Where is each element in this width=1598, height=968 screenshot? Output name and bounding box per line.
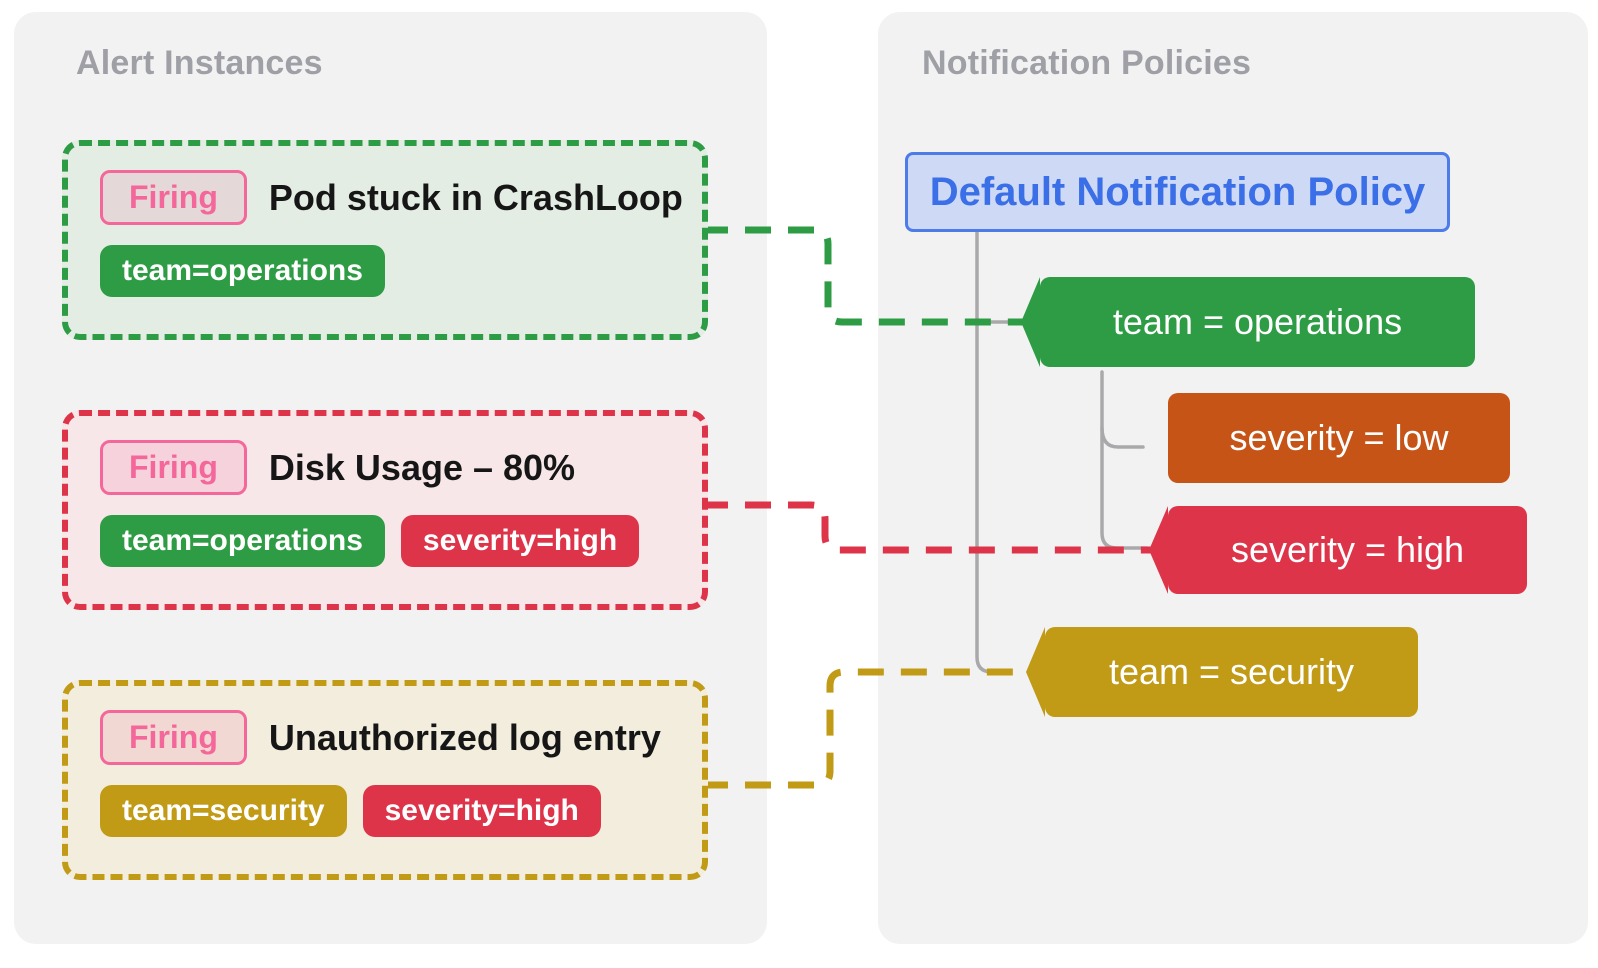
label-chip-severity-high: severity=high — [400, 515, 640, 567]
alert-title: Unauthorized log entry — [268, 716, 661, 758]
label-chip-team-operations: team=operations — [100, 515, 385, 567]
alert-card-header: Firing Disk Usage – 80% — [100, 440, 670, 495]
policy-node-severity-low: severity = low — [1168, 393, 1510, 483]
policy-node-severity-high: severity = high — [1149, 506, 1527, 594]
alert-card-header: Firing Unauthorized log entry — [100, 710, 670, 765]
label-chip-team-operations: team=operations — [100, 245, 385, 297]
policy-node-team-security: team = security — [1026, 627, 1418, 717]
label-chip-severity-high: severity=high — [362, 785, 601, 837]
alert-card-crashloop: Firing Pod stuck in CrashLoop team=opera… — [62, 140, 708, 340]
alert-label-row: team=operations — [100, 245, 670, 297]
alert-card-unauthorized: Firing Unauthorized log entry team=secur… — [62, 680, 708, 880]
alert-card-header: Firing Pod stuck in CrashLoop — [100, 170, 683, 225]
default-notification-policy-node: Default Notification Policy — [905, 152, 1450, 232]
alert-title: Pod stuck in CrashLoop — [268, 176, 683, 218]
policy-node-team-operations: team = operations — [1021, 277, 1475, 367]
firing-badge: Firing — [100, 440, 247, 495]
firing-badge: Firing — [100, 170, 247, 225]
alert-card-diskusage: Firing Disk Usage – 80% team=operations … — [62, 410, 708, 610]
alert-label-row: team=operations severity=high — [100, 515, 670, 567]
alert-label-row: team=security severity=high — [100, 785, 670, 837]
firing-badge: Firing — [100, 710, 247, 765]
notification-policies-title: Notification Policies — [922, 44, 1252, 82]
label-chip-team-security: team=security — [100, 785, 347, 837]
alert-title: Disk Usage – 80% — [268, 446, 576, 488]
alert-instances-title: Alert Instances — [76, 44, 323, 82]
